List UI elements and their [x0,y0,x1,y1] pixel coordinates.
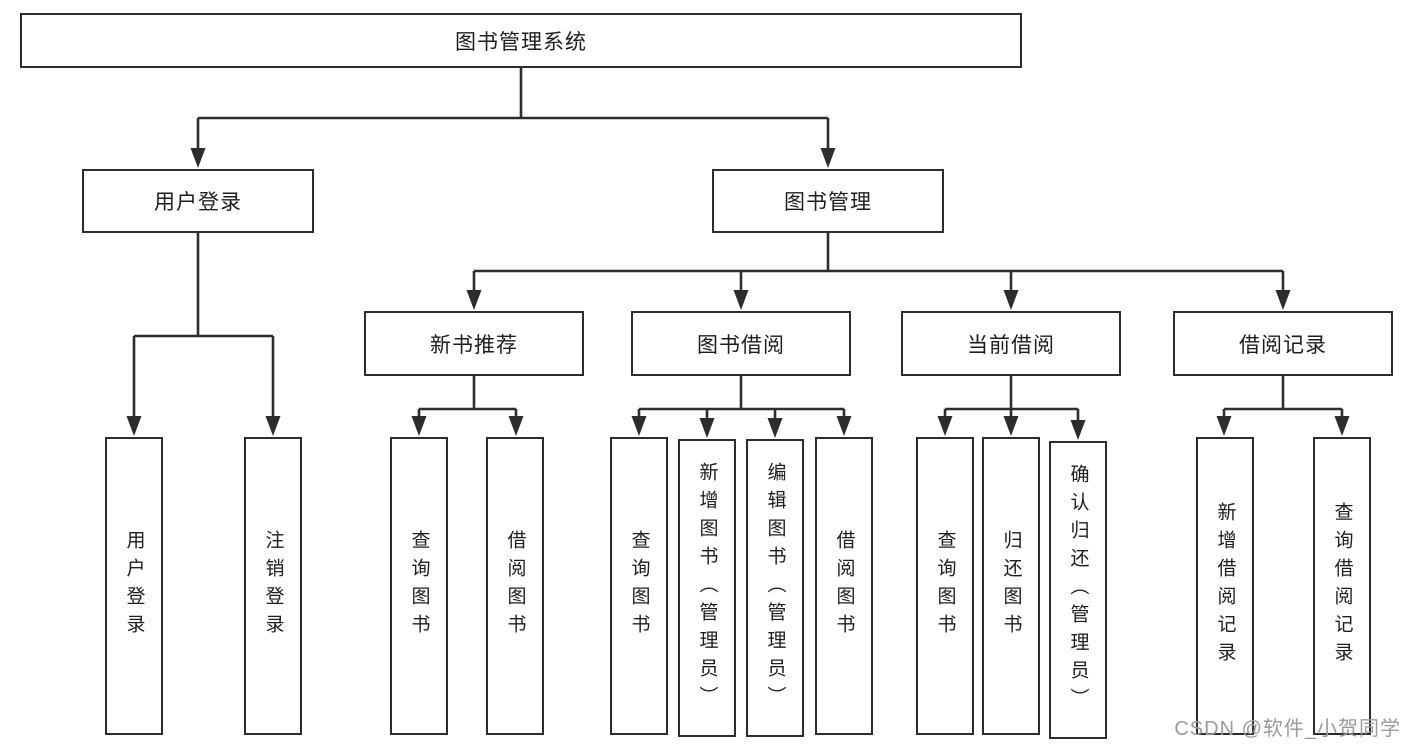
node-label: 确认归还（管理员） [1067,464,1089,716]
node-label: 查询图书 [408,530,430,642]
node-label: 查询借阅记录 [1331,502,1353,670]
node-label: 图书管理 [784,191,872,214]
node-label: 新书推荐 [430,333,518,357]
node-label: 归还图书 [1000,530,1022,642]
node-library-management-system: 图书管理系统 [20,13,1022,68]
node-label: 图书管理系统 [455,30,587,54]
node-label: 新增图书（管理员） [696,462,718,714]
node-user-login-branch: 用户登录 [82,169,314,233]
node-label: 图书借阅 [697,333,785,357]
node-current-borrowing: 当前借阅 [901,311,1121,376]
node-label: 查询图书 [628,530,650,642]
node-book-management-branch: 图书管理 [712,169,944,233]
leaf-return-books: 归还图书 [982,437,1040,735]
leaf-add-borrow-record: 新增借阅记录 [1196,437,1254,735]
node-borrowing-records: 借阅记录 [1173,311,1393,376]
leaf-add-books-admin: 新增图书（管理员） [678,439,736,737]
leaf-confirm-return-admin: 确认归还（管理员） [1049,441,1107,739]
leaf-query-books-borrowing: 查询图书 [610,437,668,735]
node-label: 编辑图书（管理员） [764,462,786,714]
node-label: 借阅记录 [1239,333,1327,357]
leaf-user-login: 用户登录 [105,437,163,735]
leaf-query-books-current: 查询图书 [916,437,974,735]
leaf-borrow-books-recommend: 借阅图书 [486,437,544,735]
leaf-query-books-recommend: 查询图书 [390,437,448,735]
node-label: 借阅图书 [833,530,855,642]
node-label: 注销登录 [262,530,284,642]
leaf-edit-books-admin: 编辑图书（管理员） [746,439,804,737]
leaf-query-borrow-record: 查询借阅记录 [1313,437,1371,735]
node-label: 借阅图书 [504,530,526,642]
leaf-logout: 注销登录 [244,437,302,735]
node-label: 查询图书 [934,530,956,642]
leaf-borrow-books: 借阅图书 [815,437,873,735]
node-label: 用户登录 [154,191,242,214]
csdn-watermark: CSDN @软件_小贺同学 [1174,718,1401,740]
node-label: 新增借阅记录 [1214,502,1236,670]
node-new-book-recommendation: 新书推荐 [364,311,584,376]
node-label: 当前借阅 [967,333,1055,357]
node-book-borrowing: 图书借阅 [631,311,851,376]
node-label: 用户登录 [123,530,145,642]
